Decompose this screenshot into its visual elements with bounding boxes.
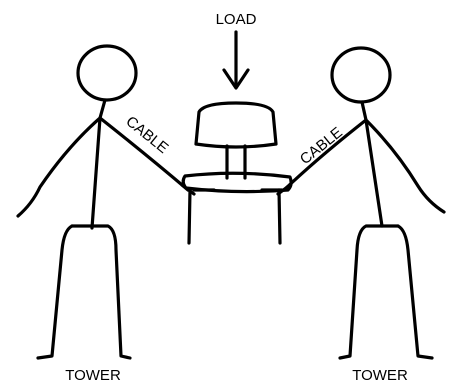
load-label: LOAD — [216, 11, 257, 28]
left-tower-head — [78, 46, 136, 100]
chair-load — [183, 103, 291, 243]
right-tower-label: TOWER — [352, 367, 408, 384]
left-tower-label: TOWER — [65, 367, 121, 384]
right-cable-label: CABLE — [297, 124, 346, 168]
right-tower-head — [332, 48, 390, 102]
left-cable-label: CABLE — [122, 113, 171, 157]
right-cable — [278, 120, 366, 194]
load-arrow — [224, 32, 248, 88]
right-tower-figure — [332, 48, 444, 358]
left-tower-figure — [18, 46, 136, 358]
